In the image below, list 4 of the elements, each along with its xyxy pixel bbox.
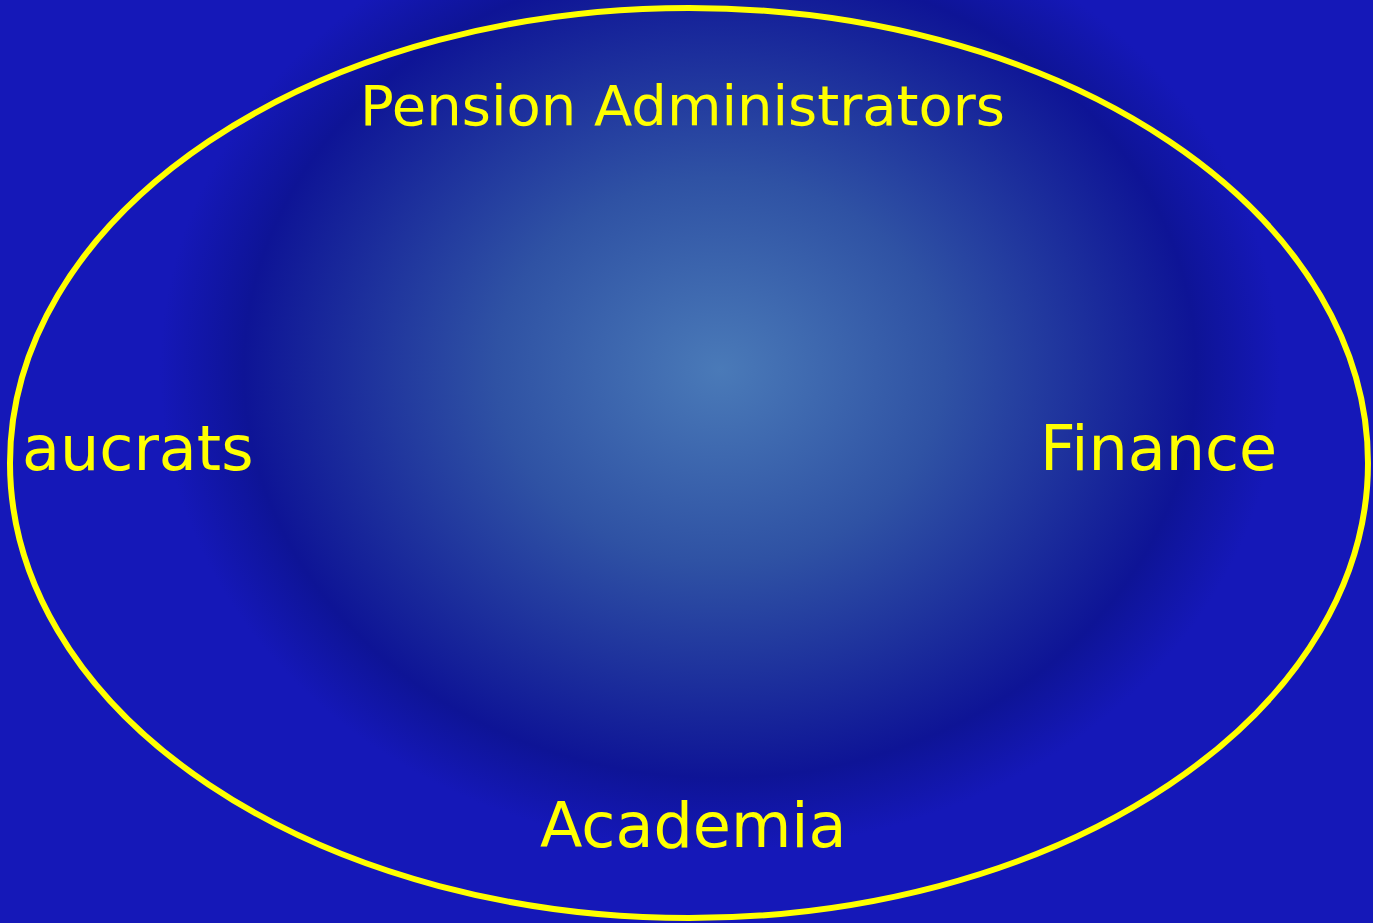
stakeholder-label: Pension Administrators <box>360 78 1005 134</box>
stakeholder-label: Academia <box>540 795 847 857</box>
stakeholder-label: aucrats <box>22 418 254 480</box>
stakeholder-label: Finance <box>1040 418 1278 480</box>
